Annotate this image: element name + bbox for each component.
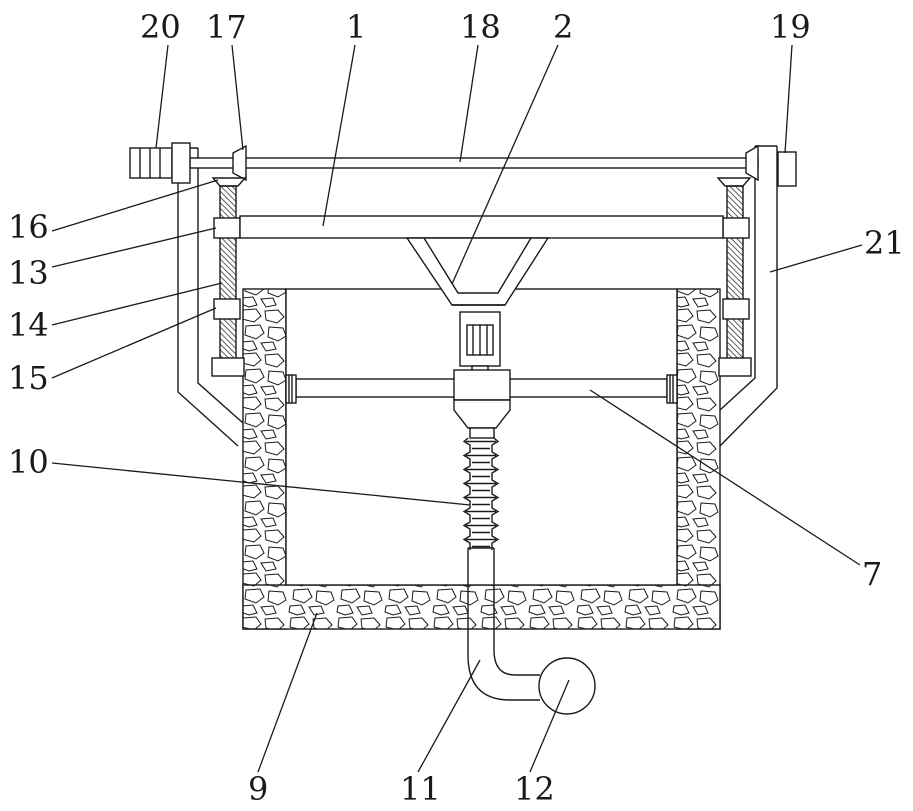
label-10: 10 (8, 443, 49, 481)
label-11: 11 (400, 770, 441, 808)
label-15: 15 (8, 359, 49, 397)
label-14: 14 (8, 306, 49, 344)
top-rail (190, 158, 758, 168)
label-13: 13 (8, 254, 49, 292)
label-9: 9 (248, 770, 268, 808)
tank-bottom-wall (243, 585, 720, 629)
label-18: 18 (460, 8, 501, 46)
tank-left-wall (243, 289, 286, 629)
hopper-motor (460, 312, 500, 374)
label-21: 21 (864, 224, 905, 262)
gear-16 (213, 178, 750, 186)
motor-20 (130, 143, 190, 183)
label-16: 16 (8, 208, 49, 246)
tank-right-wall (677, 289, 720, 629)
label-2: 2 (553, 8, 573, 46)
label-1: 1 (346, 8, 366, 46)
label-19: 19 (770, 8, 811, 46)
label-12: 12 (514, 770, 555, 808)
label-7: 7 (862, 555, 882, 593)
label-17: 17 (206, 8, 247, 46)
label-20: 20 (140, 8, 181, 46)
cross-beam-1 (240, 216, 723, 238)
